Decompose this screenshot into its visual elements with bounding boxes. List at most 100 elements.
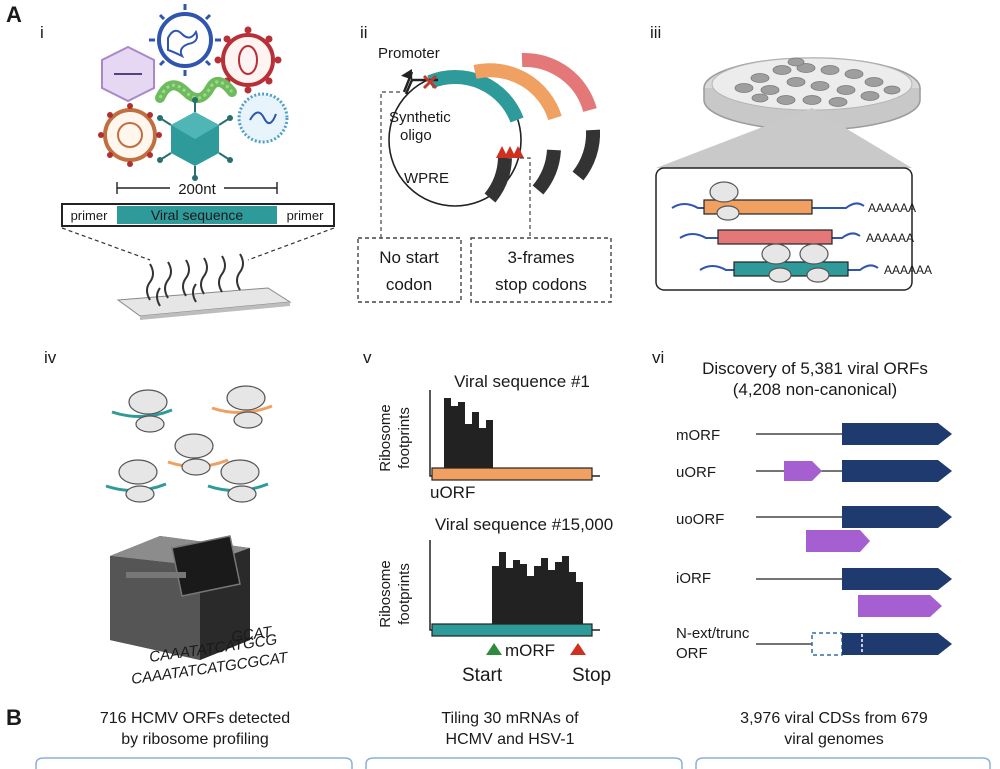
uorf-arrow xyxy=(784,461,822,481)
top-footprint-bar xyxy=(465,424,472,470)
panel-iii-label: iii xyxy=(650,23,661,42)
top-footprint-bar xyxy=(458,402,465,470)
panel-v-label: v xyxy=(363,348,372,367)
b-col2-line2: HCMV and HSV-1 xyxy=(446,731,575,748)
length-bracket xyxy=(116,182,278,194)
start-label: Start xyxy=(462,665,503,686)
top-ylabel-line1: Ribosome xyxy=(377,404,394,472)
next-extension-box xyxy=(811,632,843,656)
connector-stop-codons xyxy=(520,157,531,238)
vi-title-line1: Discovery of 5,381 viral ORFs xyxy=(702,359,928,378)
primer-right-label: primer xyxy=(287,208,325,223)
petri-dish-icon xyxy=(703,57,921,131)
bottom-footprint-bar xyxy=(541,558,548,626)
top-footprint-bar xyxy=(472,412,479,470)
panel-iii: iii xyxy=(650,23,932,291)
promoter-label: Promoter xyxy=(378,45,440,62)
top-footprint-bar xyxy=(451,406,458,470)
bottom-footprint-bar xyxy=(569,572,576,626)
bottom-footprint-bar xyxy=(527,576,534,626)
bottom-footprint-bar xyxy=(555,562,562,626)
stop-codons-box xyxy=(470,237,612,303)
oligo-arc-orange xyxy=(473,63,562,121)
bottom-plot-title: Viral sequence #15,000 xyxy=(435,515,613,534)
virus-orange-icon xyxy=(98,103,162,167)
no-start-cross-icon xyxy=(422,74,438,90)
next-main-arrow xyxy=(842,633,952,655)
viral-sequence-label: Viral sequence xyxy=(151,207,244,223)
zoom-wedge xyxy=(656,108,912,168)
oligo-arc-teal xyxy=(427,70,524,123)
bottom-footprint-bar xyxy=(513,560,520,626)
panel-i-label: i xyxy=(40,23,44,42)
polya-3: AAAAAA xyxy=(884,263,932,277)
virus-purple-icon xyxy=(101,45,155,103)
bottom-footprint-bar xyxy=(548,570,555,626)
bottom-footprint-bar xyxy=(492,566,499,626)
morf-arrow xyxy=(842,423,952,445)
iorf-main-arrow xyxy=(842,568,952,590)
projection-line-left xyxy=(61,227,151,261)
panel-ii: ii Promoter Synthetic oligo WPRE xyxy=(357,23,612,303)
panel-iv: iv GCAT CAAATATCATG xyxy=(44,348,291,688)
panel-ii-label: ii xyxy=(360,23,368,42)
b-card-1 xyxy=(35,757,353,769)
b-col1-line1: 716 HCMV ORFs detected xyxy=(100,710,290,727)
b-col3-line1: 3,976 viral CDSs from 679 xyxy=(740,710,928,727)
top-orf-bar xyxy=(431,467,593,481)
b-card-2 xyxy=(365,757,683,769)
mrna-orange xyxy=(671,181,865,221)
top-ylabel-line2: footprints xyxy=(396,407,413,469)
length-label: 200nt xyxy=(178,181,216,198)
panel-vi-label: vi xyxy=(652,348,664,367)
wpre-label: WPRE xyxy=(404,170,449,187)
row-label-next-line2: ORF xyxy=(676,645,708,662)
bottom-footprint-bar xyxy=(562,556,569,626)
top-footprint-bar xyxy=(479,428,486,470)
uorf-main-arrow xyxy=(842,460,952,482)
top-footprint-bars xyxy=(444,398,493,470)
wpre-arc-orange-frame xyxy=(532,149,561,195)
panel-v: v Viral sequence #1 Ribosome footprints … xyxy=(363,348,613,686)
projection-line-right xyxy=(247,227,335,261)
iorf-arrow xyxy=(858,595,942,617)
oligo-label-line2: oligo xyxy=(400,127,432,144)
bottom-footprint-bars xyxy=(492,552,583,626)
bottom-ylabel-line2: footprints xyxy=(396,563,413,625)
oligo-label-line1: Synthetic xyxy=(389,109,451,126)
virus-teal-icon xyxy=(157,97,233,181)
row-label-morf: mORF xyxy=(676,427,720,444)
polya-1: AAAAAA xyxy=(868,201,916,215)
stop-codon-triangles-icon xyxy=(496,146,524,158)
morf-label: mORF xyxy=(505,641,555,660)
bottom-footprint-bar xyxy=(499,552,506,626)
bottom-footprint-bar xyxy=(576,582,583,626)
oligo-array-chip-icon xyxy=(116,253,292,320)
no-start-line2: codon xyxy=(386,275,432,294)
ribosome-cluster-icon xyxy=(105,385,273,503)
mrna-teal xyxy=(699,243,879,283)
stop-codons-line2: stop codons xyxy=(495,275,587,294)
virus-red-icon xyxy=(214,26,282,94)
sequencer-icon xyxy=(110,535,250,660)
bottom-footprint-bar xyxy=(506,568,513,626)
b-col1-line2: by ribosome profiling xyxy=(121,731,269,748)
section-a-label: A xyxy=(6,2,22,27)
wpre-arc-pink-frame xyxy=(572,129,601,181)
oligo-arc-pink xyxy=(521,52,597,113)
wpre-arc-teal-frame xyxy=(484,157,512,203)
b-col2-line1: Tiling 30 mRNAs of xyxy=(441,710,579,727)
no-start-codon-box xyxy=(357,237,462,303)
virus-green-filament-icon xyxy=(155,77,237,103)
virus-lightblue-icon xyxy=(237,92,289,144)
uoorf-arrow xyxy=(806,530,870,552)
bottom-footprint-bar xyxy=(534,566,541,626)
panel-vi: vi Discovery of 5,381 viral ORFs (4,208 … xyxy=(652,348,952,662)
top-footprint-bar xyxy=(486,420,493,470)
virus-blue-icon xyxy=(149,4,221,76)
bottom-footprint-bar xyxy=(520,564,527,626)
panel-i: i xyxy=(40,4,335,320)
panel-iv-label: iv xyxy=(44,348,57,367)
primer-left-label: primer xyxy=(71,208,109,223)
